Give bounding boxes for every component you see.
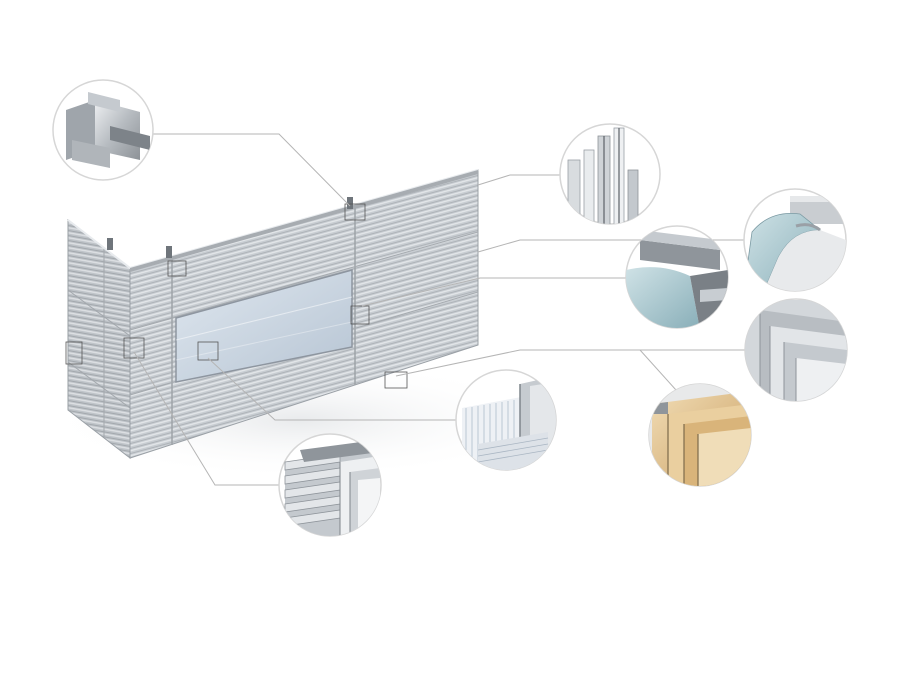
- detail-marker: [65, 341, 83, 365]
- leader-line: [152, 133, 351, 207]
- top-bracket: [347, 197, 353, 209]
- detail-marker: [167, 260, 187, 277]
- callout-roll-formed-sheet-joint: [52, 79, 154, 181]
- wall-assembly: [65, 169, 479, 460]
- detail-marker: [384, 371, 408, 389]
- leader-line: [361, 277, 626, 307]
- leader-line: [207, 357, 456, 421]
- leader-line: [477, 174, 560, 186]
- leader-line: [639, 349, 677, 391]
- detail-marker: [350, 305, 370, 325]
- leader-line: [133, 351, 279, 486]
- leader-lines: [133, 133, 745, 486]
- detail-marker: [344, 203, 366, 221]
- callout-wood-core-section: [648, 383, 752, 487]
- detail-marker: [197, 341, 219, 361]
- top-bracket: [166, 246, 172, 258]
- callout-louvered-panel-section: [278, 433, 382, 537]
- top-bracket: [107, 238, 113, 250]
- detail-marker: [123, 337, 145, 359]
- leader-line: [395, 349, 745, 377]
- callout-curved-corner-panel: [743, 188, 847, 292]
- callout-panel-edge-layers: [744, 298, 848, 402]
- callout-horizontal-joint-profile: [625, 225, 729, 329]
- callout-vertical-mullion-profiles: [559, 123, 661, 225]
- window-band: [175, 269, 353, 383]
- callout-ribbed-facing-section: [455, 369, 557, 471]
